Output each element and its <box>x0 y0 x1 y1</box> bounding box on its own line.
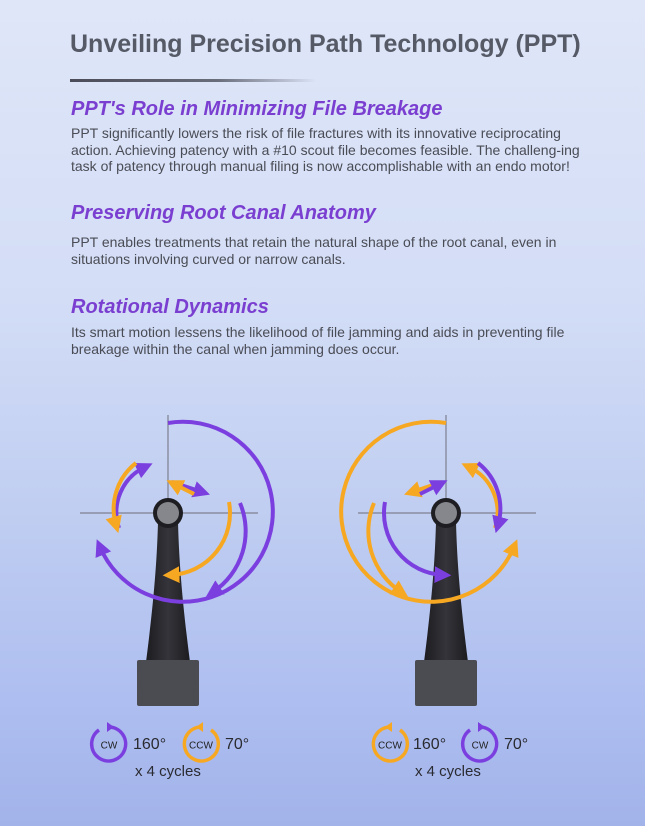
legend-angle-cw: 70° <box>504 736 529 753</box>
handpiece-neck <box>146 522 190 662</box>
ccw-rotation-icon: CCW <box>182 722 221 763</box>
ccw-badge-label: CCW <box>378 741 402 752</box>
ccw-rotation-icon: CCW <box>371 722 410 763</box>
cw-badge-label: CW <box>101 741 118 752</box>
cw-arc-right <box>476 461 509 534</box>
cw-rotation-icon: CW <box>460 722 499 763</box>
cw-arc-lower <box>382 501 452 583</box>
ccw-arc-large <box>339 419 519 604</box>
section-body-root-canal: PPT enables treatments that retain the n… <box>71 234 557 267</box>
cw-arc-right <box>206 502 248 597</box>
left-instrument-diagram <box>80 415 275 706</box>
legend-angle-ccw: 70° <box>225 736 250 753</box>
ccw-arc-left <box>366 502 408 597</box>
ccw-arc-right <box>461 463 500 529</box>
rotation-diagrams <box>80 415 536 706</box>
handpiece-body <box>137 660 199 706</box>
rotor-head <box>435 502 457 524</box>
ccw-arc-lower <box>162 501 232 583</box>
section-heading-file-breakage: PPT's Role in Minimizing File Breakage <box>71 98 443 120</box>
section-heading-root-canal: Preserving Root Canal Anatomy <box>71 202 376 224</box>
cw-arc-left <box>114 463 153 529</box>
ccw-badge-label: CCW <box>189 741 213 752</box>
handpiece-body <box>415 660 477 706</box>
page-title: Unveiling Precision Path Technology (PPT… <box>70 30 581 58</box>
ccw-arrow-top <box>166 480 195 496</box>
legend-angle-ccw: 160° <box>413 736 447 753</box>
ccw-arc-left <box>105 461 138 534</box>
section-body-rotational-dynamics: Its smart motion lessens the likelihood … <box>71 324 565 357</box>
legend-angle-cw: 160° <box>133 736 167 753</box>
cycles-label: x 4 cycles <box>135 763 201 780</box>
cw-arrow-top <box>419 480 448 496</box>
section-heading-rotational-dynamics: Rotational Dynamics <box>71 296 269 318</box>
cw-badge-label: CW <box>472 741 489 752</box>
title-divider <box>70 79 316 82</box>
rotor-head <box>157 502 179 524</box>
right-instrument-diagram <box>339 415 536 706</box>
handpiece-neck <box>424 522 468 662</box>
section-body-file-breakage: PPT significantly lowers the risk of fil… <box>71 125 580 174</box>
cycles-label: x 4 cycles <box>415 763 481 780</box>
cw-arc-large <box>95 419 275 604</box>
cw-rotation-icon: CW <box>89 722 128 763</box>
